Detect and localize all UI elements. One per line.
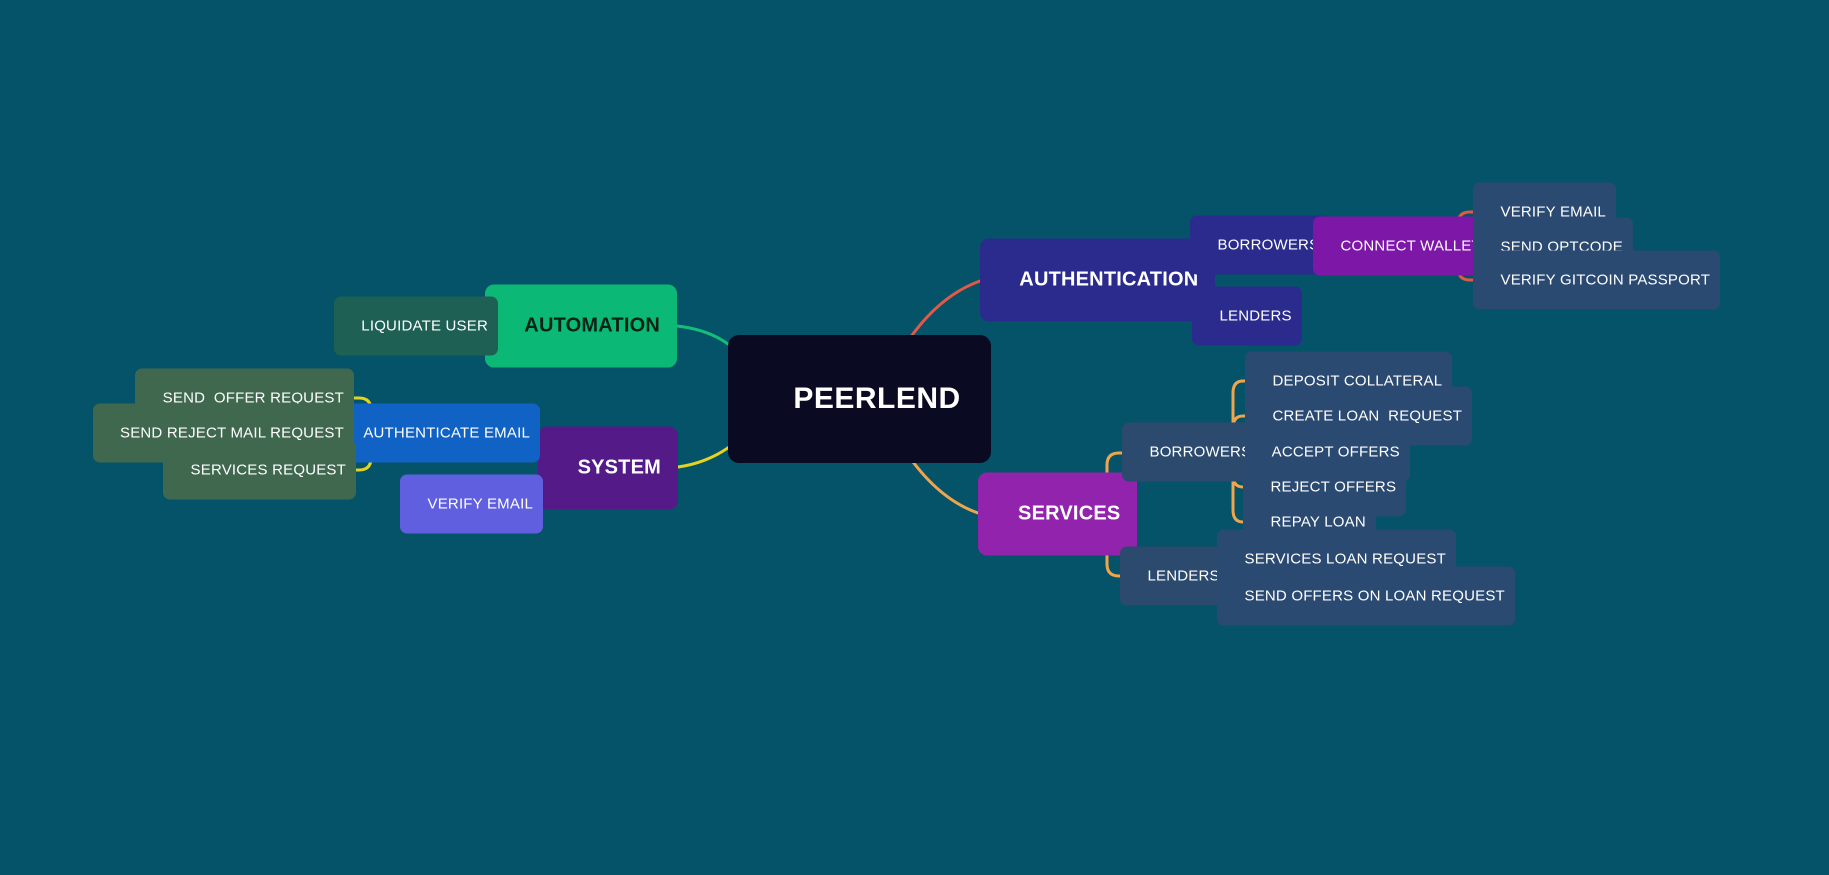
mindmap-node-authentication[interactable]: AUTHENTICATION [980, 238, 1216, 322]
node-label: VERIFY EMAIL [1500, 203, 1606, 221]
node-label: LIQUIDATE USER [361, 317, 488, 335]
node-label: SEND OFFERS ON LOAN REQUEST [1244, 587, 1505, 605]
node-label: VERIFY EMAIL [427, 495, 533, 513]
mindmap-node-authenticate-email[interactable]: AUTHENTICATE EMAIL [336, 403, 540, 463]
mindmap-node-system[interactable]: SYSTEM [537, 426, 678, 510]
node-label: AUTOMATION [524, 314, 660, 337]
node-label: REPAY LOAN [1270, 513, 1366, 531]
mindmap-node-borrowers-services[interactable]: BORROWERS [1122, 422, 1262, 482]
mindmap-node-lenders-services[interactable]: LENDERS [1120, 546, 1230, 606]
mindmap-node-send-offers-on-loan-request[interactable]: SEND OFFERS ON LOAN REQUEST [1217, 566, 1515, 626]
node-label: AUTHENTICATE EMAIL [363, 424, 530, 442]
node-label: REJECT OFFERS [1270, 478, 1397, 496]
mindmap-node-verify-email-system[interactable]: VERIFY EMAIL [400, 474, 543, 534]
node-label: SEND OFFER REQUEST [162, 389, 344, 407]
node-label: AUTHENTICATION [1019, 268, 1199, 291]
mindmap-node-services[interactable]: SERVICES [978, 472, 1138, 556]
mindmap-node-borrowers-authentication[interactable]: BORROWERS [1190, 215, 1330, 275]
mindmap-node-connect-wallet[interactable]: CONNECT WALLET [1313, 216, 1491, 276]
node-label: SERVICES LOAN REQUEST [1244, 550, 1446, 568]
node-label: LENDERS [1147, 567, 1220, 585]
node-label: BORROWERS [1149, 443, 1252, 461]
node-label: LENDERS [1219, 307, 1292, 325]
node-label: SYSTEM [577, 456, 661, 479]
node-label: ACCEPT OFFERS [1271, 443, 1400, 461]
mindmap-node-services-request[interactable]: SERVICES REQUEST [163, 440, 356, 500]
node-label: VERIFY GITCOIN PASSPORT [1500, 271, 1711, 289]
node-label: CREATE LOAN REQUEST [1272, 407, 1463, 425]
mindmap-node-lenders-authentication[interactable]: LENDERS [1192, 286, 1302, 346]
node-label: PEERLEND [793, 382, 961, 415]
node-label: SERVICES [1018, 502, 1121, 525]
mindmap-node-verify-gitcoin-passport[interactable]: VERIFY GITCOIN PASSPORT [1473, 250, 1721, 310]
node-label: CONNECT WALLET [1340, 237, 1481, 255]
node-label: SEND REJECT MAIL REQUEST [119, 424, 344, 442]
node-label: DEPOSIT COLLATERAL [1272, 372, 1443, 390]
mindmap-node-liquidate-user[interactable]: LIQUIDATE USER [333, 296, 498, 356]
node-label: BORROWERS [1217, 236, 1320, 254]
mindmap-node-peerlend[interactable]: PEERLEND [728, 335, 991, 463]
node-label: SERVICES REQUEST [190, 461, 346, 479]
mindmap-node-automation[interactable]: AUTOMATION [485, 284, 677, 368]
